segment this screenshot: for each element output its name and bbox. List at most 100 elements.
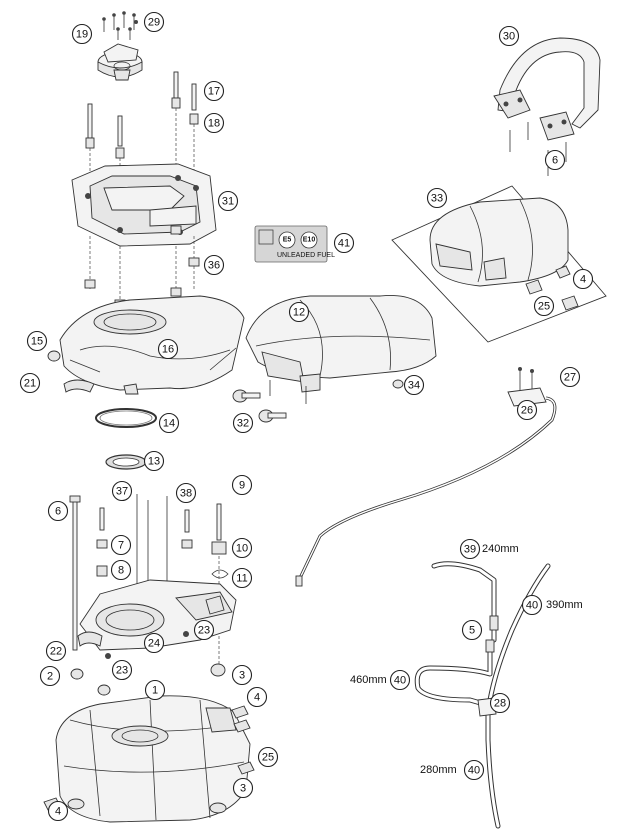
callout-c12: 12 [288, 301, 310, 323]
label-e5: E5 [283, 237, 292, 244]
label-e10: E10 [303, 237, 316, 244]
callout-number: 9 [239, 480, 245, 492]
callout-number: 25 [538, 301, 550, 313]
callout-c23a: 23 [193, 619, 215, 641]
callout-number: 4 [580, 274, 586, 286]
fuel-cap-assembly [97, 11, 143, 81]
callout-c28: 28 [489, 692, 511, 714]
callout-number: 3 [239, 670, 245, 682]
callout-number: 4 [254, 692, 260, 704]
bolts-17-18 [85, 71, 199, 210]
measure-hose-39: 240mm [482, 543, 519, 555]
callout-number: 38 [180, 488, 192, 500]
callout-number: 26 [521, 405, 533, 417]
callout-c23b: 23 [111, 659, 133, 681]
fuel-type-label: E5 E10 UNLEADED FUEL [254, 225, 335, 263]
callout-c7: 7 [110, 534, 132, 556]
callout-c1: 1 [144, 679, 166, 701]
pillion-seat-kit [391, 185, 607, 343]
callout-c37: 37 [111, 480, 133, 502]
callout-c26: 26 [516, 399, 538, 421]
callout-number: 1 [152, 685, 158, 697]
callout-c13: 13 [143, 450, 165, 472]
callout-number: 19 [76, 29, 88, 41]
callout-number: 27 [564, 372, 576, 384]
callout-number: 7 [118, 540, 124, 552]
callout-c34: 34 [403, 374, 425, 396]
callout-c40a: 40 [521, 594, 543, 616]
callout-number: 15 [31, 336, 43, 348]
callout-number: 30 [503, 31, 515, 43]
callout-c40b: 40 [389, 669, 411, 691]
callout-number: 28 [494, 698, 506, 710]
callout-number: 5 [469, 625, 475, 637]
callout-c41: 41 [333, 232, 355, 254]
callout-c6a: 6 [544, 149, 566, 171]
callout-c18: 18 [203, 112, 225, 134]
callout-c4c: 4 [47, 800, 69, 822]
callout-number: 2 [47, 671, 53, 683]
callout-c5: 5 [461, 619, 483, 641]
seal-ring-14 [95, 408, 157, 428]
callout-c22: 22 [45, 640, 67, 662]
callout-number: 25 [262, 752, 274, 764]
callout-c33: 33 [426, 187, 448, 209]
callout-c3b: 3 [232, 777, 254, 799]
seat-buffers [232, 389, 287, 423]
bushing-3-top [210, 663, 226, 677]
callout-c40c: 40 [463, 759, 485, 781]
callout-number: 18 [208, 118, 220, 130]
callout-number: 13 [148, 456, 160, 468]
callout-c27: 27 [559, 366, 581, 388]
callout-number: 3 [240, 783, 246, 795]
fuel-hoses [414, 561, 551, 829]
callout-number: 12 [293, 307, 305, 319]
callout-number: 21 [24, 378, 36, 390]
callout-number: 31 [222, 196, 234, 208]
callout-c24: 24 [143, 632, 165, 654]
callout-number: 40 [394, 675, 406, 687]
callout-c29: 29 [143, 11, 165, 33]
callout-number: 10 [236, 543, 248, 555]
callout-number: 11 [236, 573, 247, 585]
callout-c10: 10 [231, 537, 253, 559]
callout-number: 14 [163, 418, 175, 430]
bushing-3-bottom [209, 802, 227, 814]
callout-number: 6 [552, 155, 558, 167]
callout-number: 4 [55, 806, 61, 818]
callout-c31: 31 [217, 190, 239, 212]
callout-number: 29 [148, 17, 160, 29]
callout-c4b: 4 [246, 686, 268, 708]
callout-number: 36 [208, 260, 220, 272]
callout-number: 8 [118, 565, 124, 577]
grab-handle [493, 37, 601, 176]
callout-number: 24 [148, 638, 160, 650]
callout-c14: 14 [158, 412, 180, 434]
callout-c38: 38 [175, 482, 197, 504]
callout-c16: 16 [157, 338, 179, 360]
callout-c30: 30 [498, 25, 520, 47]
callout-c8: 8 [110, 559, 132, 581]
callout-number: 40 [526, 600, 538, 612]
fuel-level-sensor [295, 367, 557, 587]
measure-hose-40-460: 460mm [350, 674, 387, 686]
callout-number: 37 [116, 486, 128, 498]
callout-number: 23 [116, 665, 128, 677]
nut-2 [70, 668, 84, 680]
callout-number: 23 [198, 625, 210, 637]
callout-c19: 19 [71, 23, 93, 45]
callout-c9: 9 [231, 474, 253, 496]
measure-hose-40-390: 390mm [546, 599, 583, 611]
callout-number: 41 [338, 238, 350, 250]
callout-number: 34 [408, 380, 420, 392]
callout-c17: 17 [203, 80, 225, 102]
label-unleaded-text: UNLEADED FUEL [277, 252, 335, 259]
callout-number: 39 [464, 544, 476, 556]
callout-c11: 11 [231, 567, 253, 589]
callout-c4a: 4 [572, 268, 594, 290]
callout-number: 17 [208, 86, 220, 98]
callout-number: 32 [237, 418, 249, 430]
fuel-tank [55, 695, 251, 823]
callout-c25a: 25 [533, 295, 555, 317]
